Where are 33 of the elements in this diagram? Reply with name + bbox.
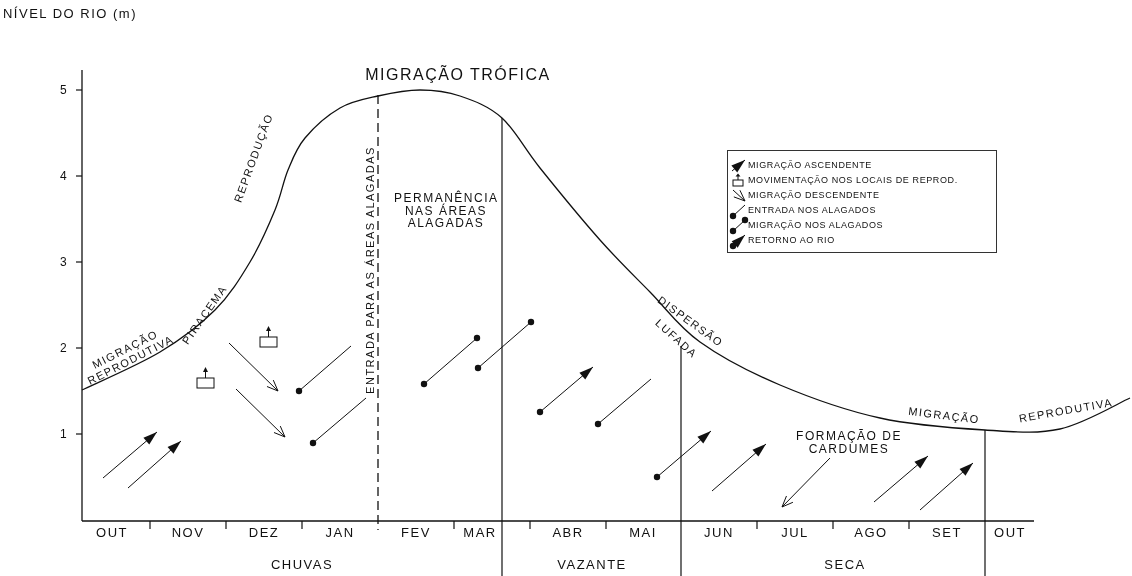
month-label: DEZ [248, 526, 280, 540]
legend-label: MOVIMENTAÇÃO NOS LOCAIS DE REPROD. [748, 175, 958, 185]
tick-label: 5 [59, 83, 69, 97]
legend-label: MIGRAÇÃO NOS ALAGADOS [748, 220, 884, 230]
phase-label: MIGRAÇÃO [907, 405, 981, 427]
axis-title: NÍVEL DO RIO (m) [3, 7, 137, 21]
season-label: CHUVAS [270, 558, 334, 572]
month-label: JUL [781, 526, 809, 540]
legend-label: MIGRAÇÃO ASCENDENTE [748, 160, 872, 170]
legend-label: ENTRADA NOS ALAGADOS [748, 205, 877, 215]
month-label: ABR [552, 526, 584, 540]
legend-label: RETORNO AO RIO [748, 235, 835, 245]
month-label: SET [932, 526, 962, 540]
month-label: AGO [854, 526, 888, 540]
chart-heading: MIGRAÇÃO TRÓFICA [365, 66, 551, 84]
tick-label: 2 [59, 341, 69, 355]
phase-label: PERMANÊNCIA NAS ÁREAS ALAGADAS [394, 192, 498, 230]
legend-label: MIGRAÇÃO DESCENDENTE [748, 190, 880, 200]
season-label: VAZANTE [557, 558, 627, 572]
month-label: MAR [463, 526, 497, 540]
month-label: FEV [401, 526, 431, 540]
month-label: NOV [171, 526, 205, 540]
month-label: MAI [629, 526, 657, 540]
season-label: SECA [824, 558, 866, 572]
tick-label: 4 [59, 169, 69, 183]
tick-label: 1 [59, 427, 69, 441]
month-label: OUT [96, 526, 128, 540]
phase-label: ENTRADA PARA AS ÁREAS ALAGADAS [365, 146, 377, 394]
month-label: OUT [994, 526, 1026, 540]
month-label: JUN [704, 526, 734, 540]
phase-label: FORMAÇÃO DE CARDUMES [795, 430, 903, 456]
month-label: JAN [325, 526, 355, 540]
tick-label: 3 [59, 255, 69, 269]
